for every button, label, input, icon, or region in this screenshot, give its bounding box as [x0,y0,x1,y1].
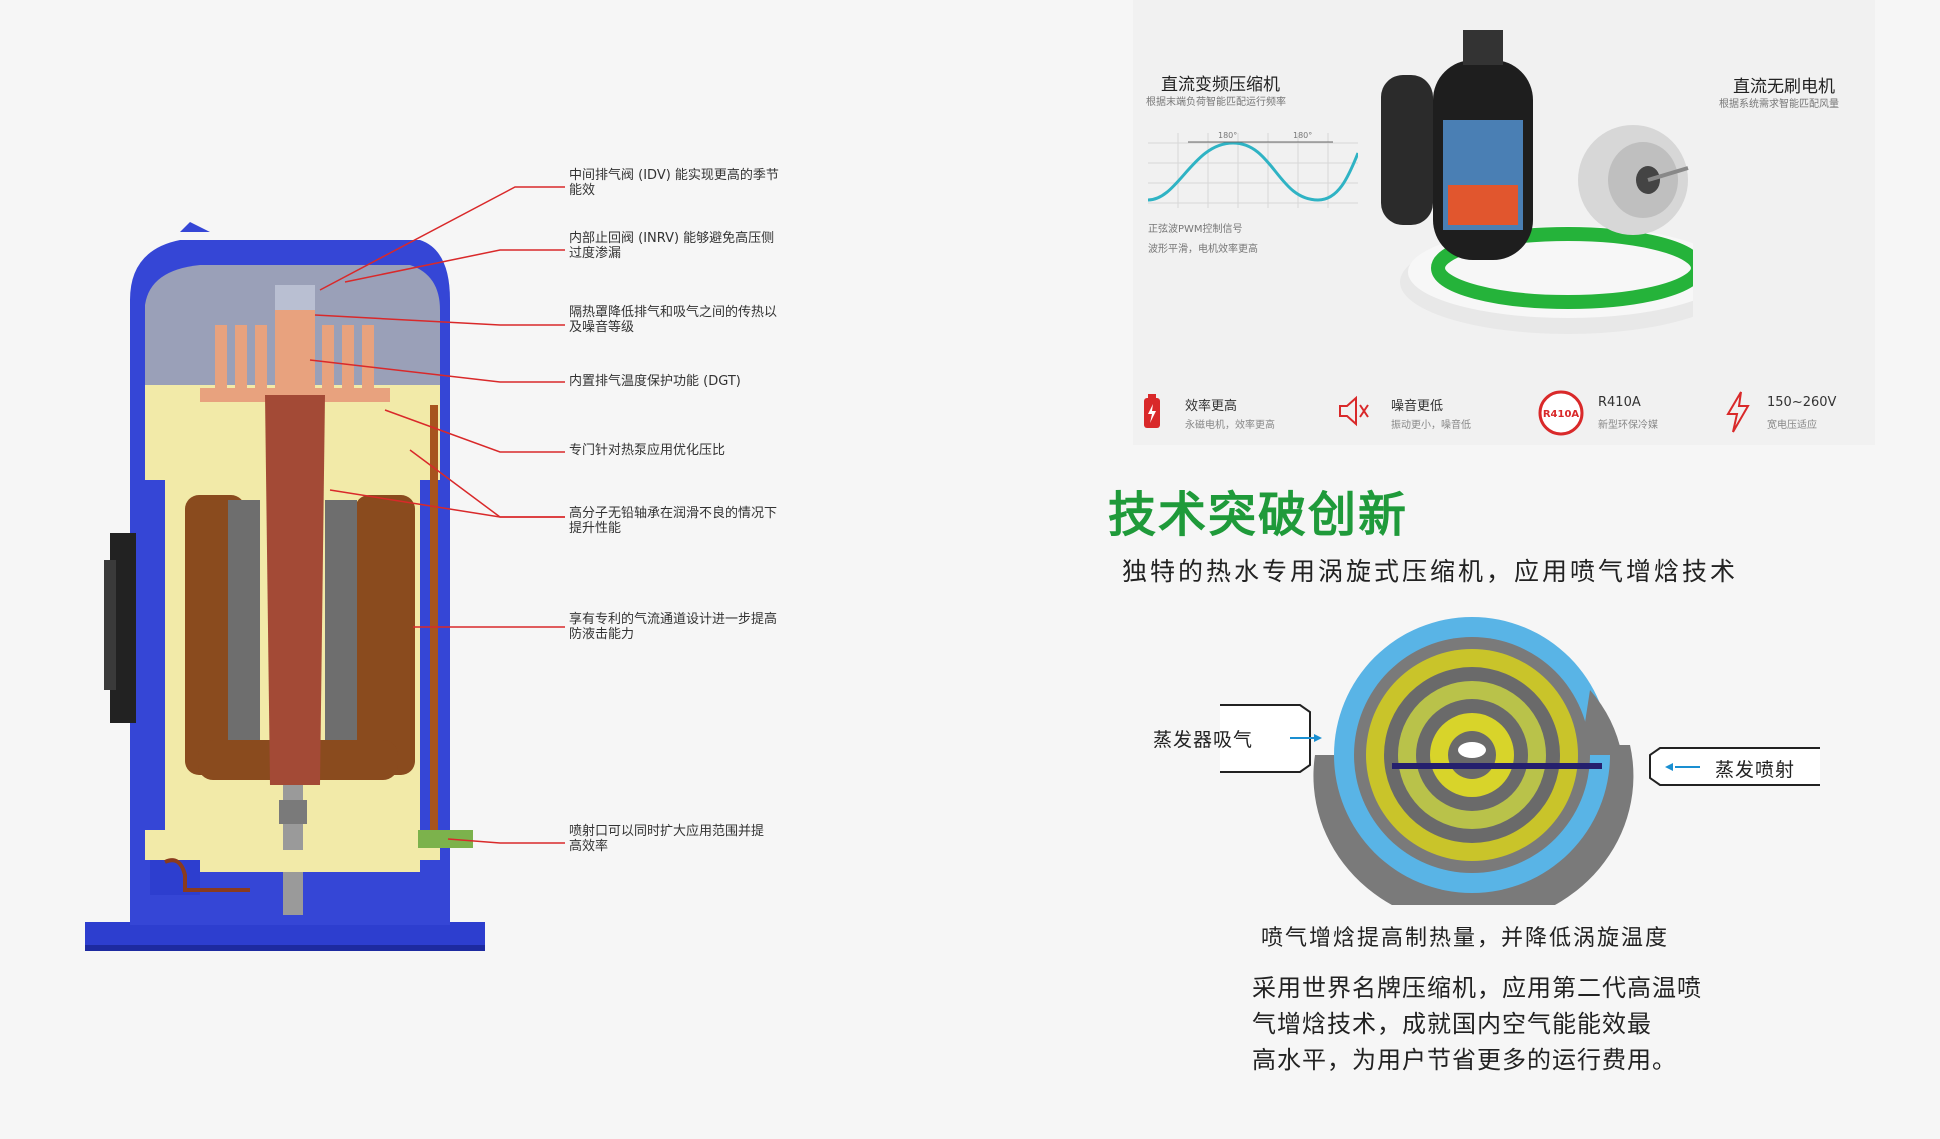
lightning-icon [1726,391,1750,433]
callout-inrv: 内部止回阀 (INRV) 能够避免高压侧过度渗漏 [569,231,774,261]
callout-inrv-line1: 内部止回阀 (INRV) 能够避免高压侧 [569,231,775,246]
product-panel: 直流变频压缩机 根据末端负荷智能匹配运行频率 直流无刷电机 根据系统需求智能匹配… [1133,0,1875,445]
callout-bearing-line1: 高分子无铅轴承在润滑不良的情况下 [569,506,778,521]
stator-coil-right [355,495,415,775]
pwm-sine-graph: 180° 180° [1148,131,1358,208]
feature-voltage-title: 150~260V [1767,395,1837,410]
compressor-title: 直流变频压缩机 [1161,75,1280,95]
accumulator [1381,75,1433,225]
callout-injection-line2: 高效率 [569,839,609,854]
callout-bearing: 高分子无铅轴承在润滑不良的情况下提升性能 [569,506,777,536]
callout-heat-shield: 隔热罩降低排气和吸气之间的传热以及噪音等级 [569,305,777,335]
callout-dgt: 内置排气温度保护功能 (DGT) [569,374,741,389]
feature-low-noise-title: 噪音更低 [1391,399,1444,414]
callout-idv: 中间排气阀 (IDV) 能实现更高的季节能效 [569,168,779,198]
feature-efficiency-sub: 永磁电机，效率更高 [1185,420,1275,431]
callout-idv-line1: 中间排气阀 (IDV) 能实现更高的季节 [569,168,779,183]
battery-icon [1144,394,1160,428]
wave-label-a: 180° [1218,131,1237,140]
feature-r410a-title: R410A [1598,395,1641,410]
evaporator-suction-label: 蒸发器吸气 [1153,729,1254,751]
callout-pressure-ratio: 专门针对热泵应用优化压比 [569,443,725,458]
callout-airflow-line2: 防液击能力 [569,627,635,642]
product-illustration [1381,30,1693,334]
callout-dgt-line1: 内置排气温度保护功能 (DGT) [569,374,741,389]
compressor-subtitle: 根据末端负荷智能匹配运行频率 [1146,97,1286,108]
feature-r410a-sub: 新型环保冷媒 [1598,420,1658,431]
callout-pressure-ratio-line1: 专门针对热泵应用优化压比 [569,443,726,458]
callout-injection: 喷射口可以同时扩大应用范围并提高效率 [569,824,764,854]
scroll-diagram [1220,617,1820,905]
scroll-caption: 喷气增焓提高制热量，并降低涡旋温度 [1261,926,1670,951]
paragraph-line-3: 高水平，为用户节省更多的运行费用。 [1252,1046,1677,1074]
callout-bearing-line2: 提升性能 [569,521,622,536]
callout-heat-shield-line2: 及噪音等级 [569,320,635,335]
r410a-badge-text: R410A [1543,409,1580,420]
injection-tube [430,405,438,835]
section-heading: 技术突破创新 [1108,487,1409,543]
evaporator-injection-label: 蒸发喷射 [1715,759,1796,781]
paragraph-line-1: 采用世界名牌压缩机，应用第二代高温喷 [1252,974,1702,1002]
feature-voltage-sub: 宽电压适应 [1767,420,1817,431]
crankshaft [265,395,325,785]
description-paragraph: 采用世界名牌压缩机，应用第二代高温喷 气增焓技术，成就国内空气能能效最 高水平，… [1252,970,1772,1078]
feature-efficiency-title: 效率更高 [1185,399,1238,414]
callout-airflow-line1: 享有专利的气流通道设计进一步提高 [569,612,778,627]
injection-port [418,830,473,848]
wave-note-1: 正弦波PWM控制信号 [1148,224,1243,235]
r410a-badge-icon: R410A [1538,390,1584,436]
wave-note-2: 波形平滑，电机效率更高 [1148,244,1258,255]
callout-idv-line2: 能效 [569,183,596,198]
callout-airflow: 享有专利的气流通道设计进一步提高防液击能力 [569,612,777,642]
wave-label-b: 180° [1293,131,1312,140]
callout-inrv-line2: 过度渗漏 [569,246,622,261]
motor-subtitle: 根据系统需求智能匹配风量 [1719,99,1839,110]
motor-title: 直流无刷电机 [1733,77,1835,97]
callout-injection-line1: 喷射口可以同时扩大应用范围并提 [569,824,765,839]
section-subheading: 独特的热水专用涡旋式压缩机，应用喷气增焓技术 [1122,557,1739,586]
injection-channel [1392,763,1602,769]
speaker-mute-icon [1339,395,1369,427]
paragraph-line-2: 气增焓技术，成就国内空气能能效最 [1252,1010,1652,1038]
compressor-cutaway [85,222,485,951]
callout-heat-shield-line1: 隔热罩降低排气和吸气之间的传热以 [569,305,778,320]
feature-low-noise-sub: 振动更小，噪音低 [1391,420,1471,431]
